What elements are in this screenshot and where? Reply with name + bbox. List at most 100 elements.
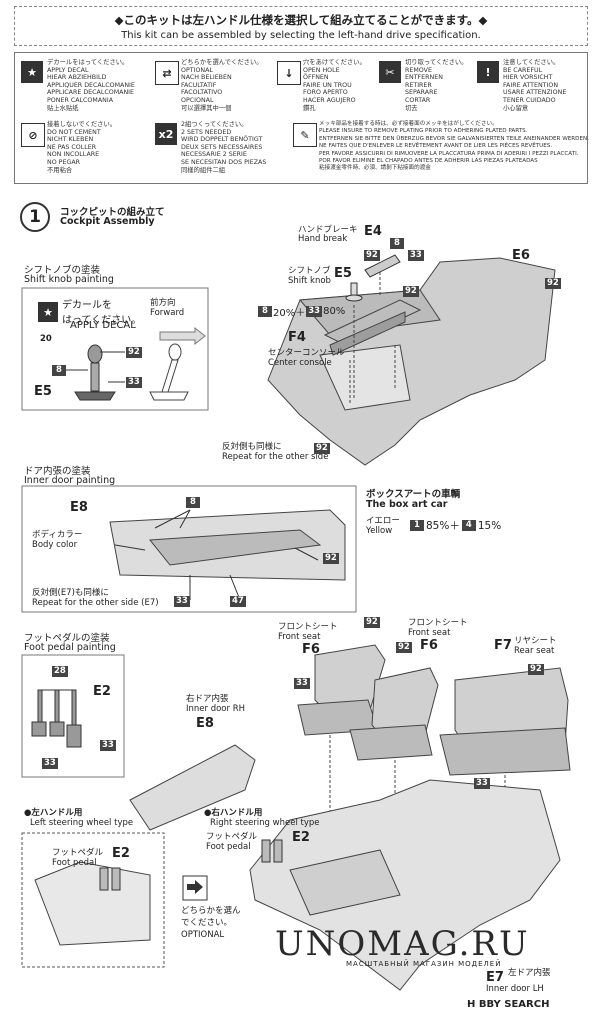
shift-knob-figure <box>74 344 116 401</box>
decal-star-icon: ★ <box>38 302 58 322</box>
lhd-jp: ●左ハンドル用 <box>24 808 83 818</box>
front-seat-right <box>349 667 439 761</box>
header-notice: ◆このキットは左ハンドル仕様を選択して組み立てることができます。◆ This k… <box>14 6 588 46</box>
pedal-title-jp: フットペダルの塗装 <box>24 633 110 644</box>
step-title-jp: コックピットの組み立て <box>60 207 165 218</box>
paint-code: 4 <box>461 520 476 531</box>
shift-knob-part <box>345 282 363 302</box>
door-part-e8: E8 <box>70 500 88 515</box>
floor-pan-upper <box>267 257 556 466</box>
front-seat-left <box>297 644 386 736</box>
hobby-search-logo: H BBY SEARCH <box>467 999 550 1010</box>
paint-code: 33 <box>42 758 58 769</box>
mix-percent-2: 15% <box>477 519 502 532</box>
optional-jp: どちらかを選ん でください。 <box>181 906 241 928</box>
door-title-jp: ドア内張の塗装 <box>24 466 91 477</box>
shift-knob-en: Shift knob <box>288 276 331 286</box>
legend-nocement: 接着しないでください。 DO NOT CEMENT NICHT KLEBEN N… <box>47 121 117 174</box>
part-e5: E5 <box>334 266 352 281</box>
pedal-figure <box>31 689 82 748</box>
step-number: 1 <box>20 202 50 232</box>
remove-icon: ✂ <box>379 61 401 83</box>
watermark-sub: МАСШТАБНЫЙ МАГАЗИН МОДЕЛЕЙ <box>346 960 502 968</box>
door-lh-en: Inner door LH <box>486 984 544 994</box>
console-mix: 8 20%＋ 33 80% <box>258 304 345 319</box>
mix-percent-1: 85%＋ <box>426 520 460 532</box>
legend-x2: 2組つくってください。 2 SETS NEEDED WIRD DOPPELT B… <box>181 121 267 174</box>
door-repeat-jp: 反対側(E7)も同様に <box>32 588 109 598</box>
legend-hole: 穴をあけてください。 OPEN HOLE ÖFFNEN FAIRE UN TRO… <box>303 59 366 112</box>
paint-code: 92 <box>364 617 380 628</box>
legend-optional: どちらかを選んでください。 OPTIONAL NACH BELIEBEN FAC… <box>181 59 263 112</box>
seat-part-f7: F7 <box>494 638 512 653</box>
legend-decal: デカールをはってください。 APPLY DECAL HIEAR ABZIEHBI… <box>47 59 135 112</box>
door-rh-e8: E8 <box>196 716 214 731</box>
door-paint-box <box>21 485 357 613</box>
mix-percent-b: 80% <box>323 306 346 317</box>
rhd-en: Right steering wheel type <box>210 818 320 828</box>
front-seat-en: Front seat <box>278 632 321 642</box>
seat-part-f6: F6 <box>302 642 320 657</box>
rhd-jp: ●右ハンドル用 <box>204 808 263 818</box>
door-lh-jp: 左ドア内張 <box>508 968 551 978</box>
mix-percent-a: 20%＋ <box>273 308 306 319</box>
paint-code: 92 <box>403 286 419 297</box>
seat-part-f6: F6 <box>420 638 438 653</box>
optional-en: OPTIONAL <box>181 930 225 940</box>
symbol-legend: ★ デカールをはってください。 APPLY DECAL HIEAR ABZIEH… <box>14 52 589 184</box>
repeat-jp: 反対側も同様に <box>222 442 282 452</box>
paint-code: 33 <box>294 678 310 689</box>
paint-code: 33 <box>126 377 142 388</box>
repeat-en: Repeat for the other side <box>222 452 329 462</box>
lhd-pedal-en: Foot pedal <box>52 858 97 868</box>
paint-code: 92 <box>364 250 380 261</box>
door-rh-jp: 右ドア内張 <box>186 694 229 704</box>
paint-code: 28 <box>52 666 68 677</box>
rear-seat-jp: リヤシート <box>514 636 557 646</box>
forward-jp: 前方向 <box>150 298 176 308</box>
paint-code: 92 <box>126 347 142 358</box>
part-e7: E7 <box>486 970 504 985</box>
hand-brake-part <box>364 254 401 278</box>
no-cement-icon: ⊘ <box>21 123 45 147</box>
shift-knob-jp: シフトノブ <box>288 266 331 276</box>
paint-code: 92 <box>323 553 339 564</box>
pedal-title-en: Foot pedal painting <box>24 642 116 653</box>
paint-code: 33 <box>100 740 116 751</box>
forward-arrow <box>159 326 206 346</box>
rhd-part-e2: E2 <box>292 830 310 845</box>
shift-decal-jp: デカールを はってください。 <box>62 300 142 326</box>
plating-icon: ✎ <box>293 123 317 147</box>
lhd-box <box>21 832 165 968</box>
forward-en: Forward <box>150 308 185 318</box>
lhd-pedal-jp: フットペダル <box>52 848 104 858</box>
lhd-part-e2: E2 <box>112 846 130 861</box>
part-e4: E4 <box>364 224 382 239</box>
pedal-box <box>21 654 125 778</box>
watermark-logo: UNOMAG.RU <box>275 924 530 964</box>
paint-code: 33 <box>306 306 323 317</box>
optional-legend-icon: ⇄ <box>155 61 179 85</box>
lhd-floor-figure <box>34 861 151 946</box>
legend-plating: メッキ部品を接着する時は、必ず接着面のメッキをはがしてください。 PLEASE … <box>319 121 589 172</box>
body-color-jp: ボディカラー <box>32 530 83 540</box>
x2-icon: x2 <box>155 123 177 145</box>
front-seat-en: Front seat <box>408 628 451 638</box>
shift-knob-title-en: Shift knob painting <box>24 274 114 285</box>
console-jp: センターコンソール <box>268 348 345 358</box>
star-decal-icon: ★ <box>21 61 43 83</box>
shift-knob-box <box>21 287 209 411</box>
console-en: Center console <box>268 358 332 368</box>
paint-code: 92 <box>528 664 544 675</box>
paint-code: 92 <box>314 443 330 454</box>
decal-number: 20 <box>40 334 52 344</box>
part-f4: F4 <box>288 330 306 345</box>
careful-icon: ! <box>477 61 499 83</box>
hand-break-en: Hand break <box>298 234 348 244</box>
front-seat-jp: フロントシート <box>408 618 468 628</box>
part-e6: E6 <box>512 248 530 263</box>
paint-code: 47 <box>230 596 246 607</box>
yellow-en: Yellow <box>366 526 393 536</box>
paint-code: 8 <box>52 365 66 376</box>
